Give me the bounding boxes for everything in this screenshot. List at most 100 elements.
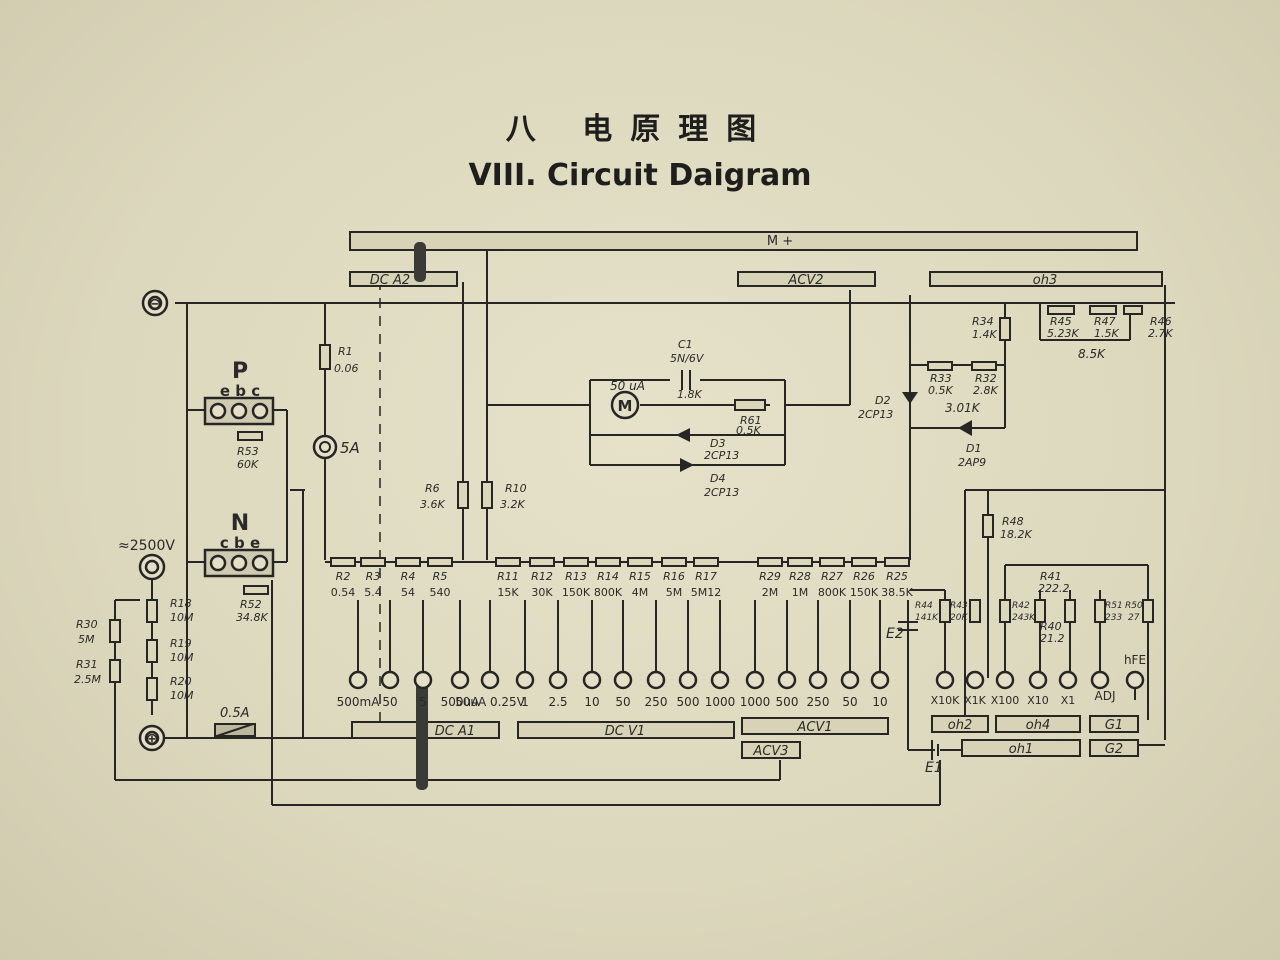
fuse-5a-icon [312, 434, 338, 460]
pnp-pins: e b c [220, 382, 260, 400]
r48-value: 18.2K [1000, 528, 1032, 541]
ohm-jack-icon[interactable] [965, 670, 985, 690]
r1-name: R1 [338, 345, 353, 358]
hfe-label: hFE [1124, 653, 1146, 667]
r51-resistor [1094, 599, 1106, 623]
chain-resistor-r26 [851, 557, 877, 567]
range-jack-icon[interactable] [450, 670, 470, 690]
r48-resistor [982, 514, 994, 538]
chain-resistor-value: 1M [792, 586, 809, 599]
label-oh3: oh3 [1033, 273, 1057, 288]
sum-3.01k: 3.01K [945, 401, 981, 415]
ohm-jack-icon[interactable] [1028, 670, 1048, 690]
r34-name: R34 [972, 315, 994, 328]
range-jack-icon[interactable] [515, 670, 535, 690]
label-acv2: ACV2 [787, 273, 823, 288]
meter-label: 50 uA [610, 379, 645, 393]
pnp-pin-e-icon [209, 402, 227, 420]
r61-value: 0.5K [736, 424, 761, 437]
range-jack-icon[interactable] [646, 670, 666, 690]
r61-resistor [734, 399, 766, 411]
r40-name: R40 [1040, 620, 1062, 633]
r20-value: 10M [170, 689, 194, 702]
r43-resistor [969, 599, 981, 623]
adj-jack-icon[interactable] [1090, 670, 1110, 690]
range-jack-icon[interactable] [808, 670, 828, 690]
range-jack-icon[interactable] [870, 670, 890, 690]
range-jack-icon[interactable] [413, 670, 433, 690]
r40-resistor [1064, 599, 1076, 623]
r61-name: R61 [740, 414, 762, 427]
ohm-jack-icon[interactable] [1058, 670, 1078, 690]
range-jack-icon[interactable] [840, 670, 860, 690]
r44-value: 141K [915, 613, 939, 623]
range-label: 10 [872, 695, 887, 709]
range-label: 1000 [740, 695, 771, 709]
switch-bars [349, 231, 1163, 759]
range-jack-icon[interactable] [613, 670, 633, 690]
bar-g2 [1089, 739, 1139, 757]
terminals [138, 289, 169, 752]
r42-resistor [999, 599, 1011, 623]
r20-resistor [146, 677, 158, 701]
ohm-jack-icon[interactable] [995, 670, 1015, 690]
r44-resistor [939, 599, 951, 623]
range-jack-icon[interactable] [348, 670, 368, 690]
range-jack-icon[interactable] [745, 670, 765, 690]
chain-resistor-value: 150K [850, 586, 879, 599]
diode-d1-icon [958, 420, 972, 436]
diodes [676, 392, 972, 472]
label-dcv1: DC V1 [605, 724, 645, 739]
chain-resistor-value: 38.5K [881, 586, 913, 599]
range-jack-icon[interactable] [582, 670, 602, 690]
range-jack-icon[interactable] [678, 670, 698, 690]
chain-resistor-r15 [627, 557, 653, 567]
r47-name: R47 [1094, 315, 1116, 328]
r18-resistor [146, 599, 158, 623]
chain-resistor-name: R15 [629, 570, 651, 583]
range-jack-icon[interactable] [380, 670, 400, 690]
range-label: 500mA [337, 695, 381, 709]
chain-resistor-r27 [819, 557, 845, 567]
e1-label: E1 [925, 760, 943, 776]
r1-value: 0.06 [334, 362, 359, 375]
r50-value: 27 [1128, 613, 1140, 623]
r33-resistor [927, 361, 953, 371]
range-jack-icon[interactable] [480, 670, 500, 690]
bar-oh4 [995, 715, 1081, 733]
hfe-jack-icon[interactable] [1125, 670, 1145, 690]
chain-resistor-value: 4M [632, 586, 649, 599]
r52-value: 34.8K [236, 611, 268, 624]
range-jack-icon[interactable] [777, 670, 797, 690]
chain-resistor-value: 30K [531, 586, 553, 599]
r30-value: 5M [78, 633, 95, 646]
range-jack-icon[interactable] [710, 670, 730, 690]
diagram-title-english: VIII. Circuit Daigram [468, 158, 812, 193]
ohm-jack-icon[interactable] [935, 670, 955, 690]
chain-resistor-name: R13 [565, 570, 587, 583]
range-jack-icon[interactable] [548, 670, 568, 690]
chain-resistor-name: R2 [336, 570, 351, 583]
diagram-title-chinese: 八 电原理图 [505, 112, 775, 147]
npn-pin-e-icon [251, 554, 269, 572]
r18-value: 10M [170, 611, 194, 624]
r30-resistor [109, 619, 121, 643]
bar-oh2 [931, 715, 989, 733]
r32-value: 2.8K [973, 384, 998, 397]
r1-resistor [319, 344, 331, 370]
d1-value: 2AP9 [958, 456, 986, 469]
r50-name: R50 [1125, 601, 1143, 611]
label-bar-main-top: M + [767, 234, 793, 249]
r53-resistor [237, 431, 263, 441]
r34-value: 1.4K [972, 328, 997, 341]
r34-resistor [999, 317, 1011, 341]
chain-resistor-value: 150K [562, 586, 591, 599]
range-label: 500 [677, 695, 700, 709]
battery-e1-icon [931, 740, 939, 760]
bar-acv3 [741, 741, 801, 759]
r10-value: 3.2K [500, 498, 525, 511]
label-oh4: oh4 [1026, 718, 1050, 733]
bar-dca2 [349, 271, 458, 287]
